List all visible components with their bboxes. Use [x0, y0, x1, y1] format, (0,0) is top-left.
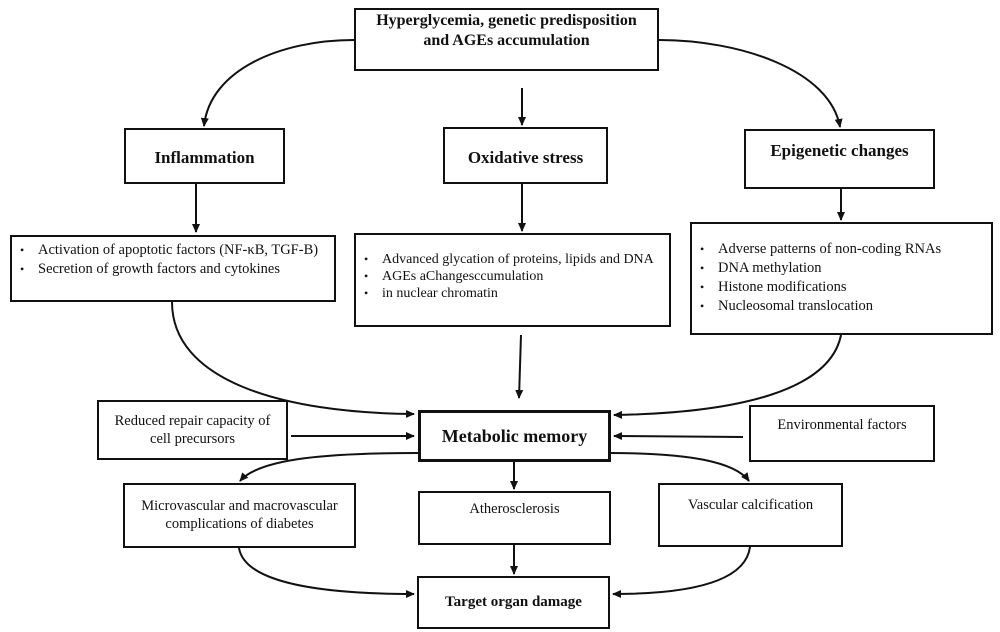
root-cause-line1: Hyperglycemia, genetic predisposition — [376, 12, 637, 29]
arrow-inflammation-details-to-memory — [171, 301, 415, 418]
reduced-repair-line2: cell precursors — [150, 431, 235, 447]
arrow-memory-to-calcification — [609, 452, 750, 482]
oxidative-details-list: Advanced glycation of proteins, lipids a… — [356, 251, 669, 302]
epigenetic-detail-item: Adverse patterns of non-coding RNAs — [692, 240, 991, 259]
oxidative-stress-title: Oxidative stress — [467, 148, 584, 167]
microvascular-line1: Microvascular and macrovascular — [141, 498, 338, 514]
metabolic-memory-box: Metabolic memory — [418, 410, 611, 462]
inflammation-detail-item: Activation of apoptotic factors (NF-κB, … — [12, 241, 334, 260]
arrow-calcification-to-target — [612, 546, 751, 598]
vascular-calcification-label: Vascular calcification — [687, 497, 814, 513]
atherosclerosis-box: Atherosclerosis — [418, 491, 611, 545]
reduced-repair-line1: Reduced repair capacity of — [114, 413, 271, 429]
epigenetic-changes-title: Epigenetic changes — [770, 141, 909, 160]
microvascular-complications-box: Microvascular and macrovascular complica… — [123, 483, 356, 548]
atherosclerosis-label: Atherosclerosis — [469, 501, 560, 517]
environmental-factors-label: Environmental factors — [777, 417, 907, 433]
oxidative-detail-item: AGEs aChangesccumulation — [356, 268, 669, 285]
arrow-top-to-epigenetic — [658, 39, 843, 128]
inflammation-title: Inflammation — [154, 148, 255, 167]
root-cause-line2: and AGEs accumulation — [423, 32, 590, 49]
metabolic-memory-title: Metabolic memory — [441, 426, 588, 446]
arrow-memory-to-microvascular — [239, 452, 419, 482]
epigenetic-detail-item: Histone modifications — [692, 278, 991, 297]
oxidative-detail-item: Advanced glycation of proteins, lipids a… — [356, 251, 669, 268]
epigenetic-changes-box: Epigenetic changes — [744, 129, 935, 189]
oxidative-stress-box: Oxidative stress — [443, 127, 608, 184]
oxidative-details-box: Advanced glycation of proteins, lipids a… — [354, 233, 671, 327]
target-organ-damage-title: Target organ damage — [445, 594, 582, 610]
epigenetic-details-list: Adverse patterns of non-coding RNAs DNA … — [692, 240, 991, 316]
arrow-environment-to-memory — [613, 432, 744, 441]
arrow-top-to-inflammation — [200, 39, 355, 127]
epigenetic-detail-item: DNA methylation — [692, 259, 991, 278]
target-organ-damage-box: Target organ damage — [417, 576, 610, 629]
vascular-calcification-box: Vascular calcification — [658, 483, 843, 547]
microvascular-line2: complications of diabetes — [165, 516, 314, 532]
epigenetic-details-box: Adverse patterns of non-coding RNAs DNA … — [690, 222, 993, 335]
oxidative-detail-item: in nuclear chromatin — [356, 285, 669, 302]
arrow-microvascular-to-target — [238, 547, 415, 598]
inflammation-details-box: Activation of apoptotic factors (NF-κB, … — [10, 235, 336, 302]
inflammation-detail-item: Secretion of growth factors and cytokine… — [12, 260, 334, 279]
environmental-factors-box: Environmental factors — [749, 405, 935, 462]
root-cause-box: Hyperglycemia, genetic predisposition an… — [354, 8, 659, 71]
arrow-epigenetic-details-to-memory — [613, 334, 842, 419]
inflammation-box: Inflammation — [124, 128, 285, 184]
arrow-oxidative-details-to-memory — [515, 334, 524, 399]
inflammation-details-list: Activation of apoptotic factors (NF-κB, … — [12, 241, 334, 279]
epigenetic-detail-item: Nucleosomal translocation — [692, 297, 991, 316]
reduced-repair-box: Reduced repair capacity of cell precurso… — [97, 400, 288, 460]
